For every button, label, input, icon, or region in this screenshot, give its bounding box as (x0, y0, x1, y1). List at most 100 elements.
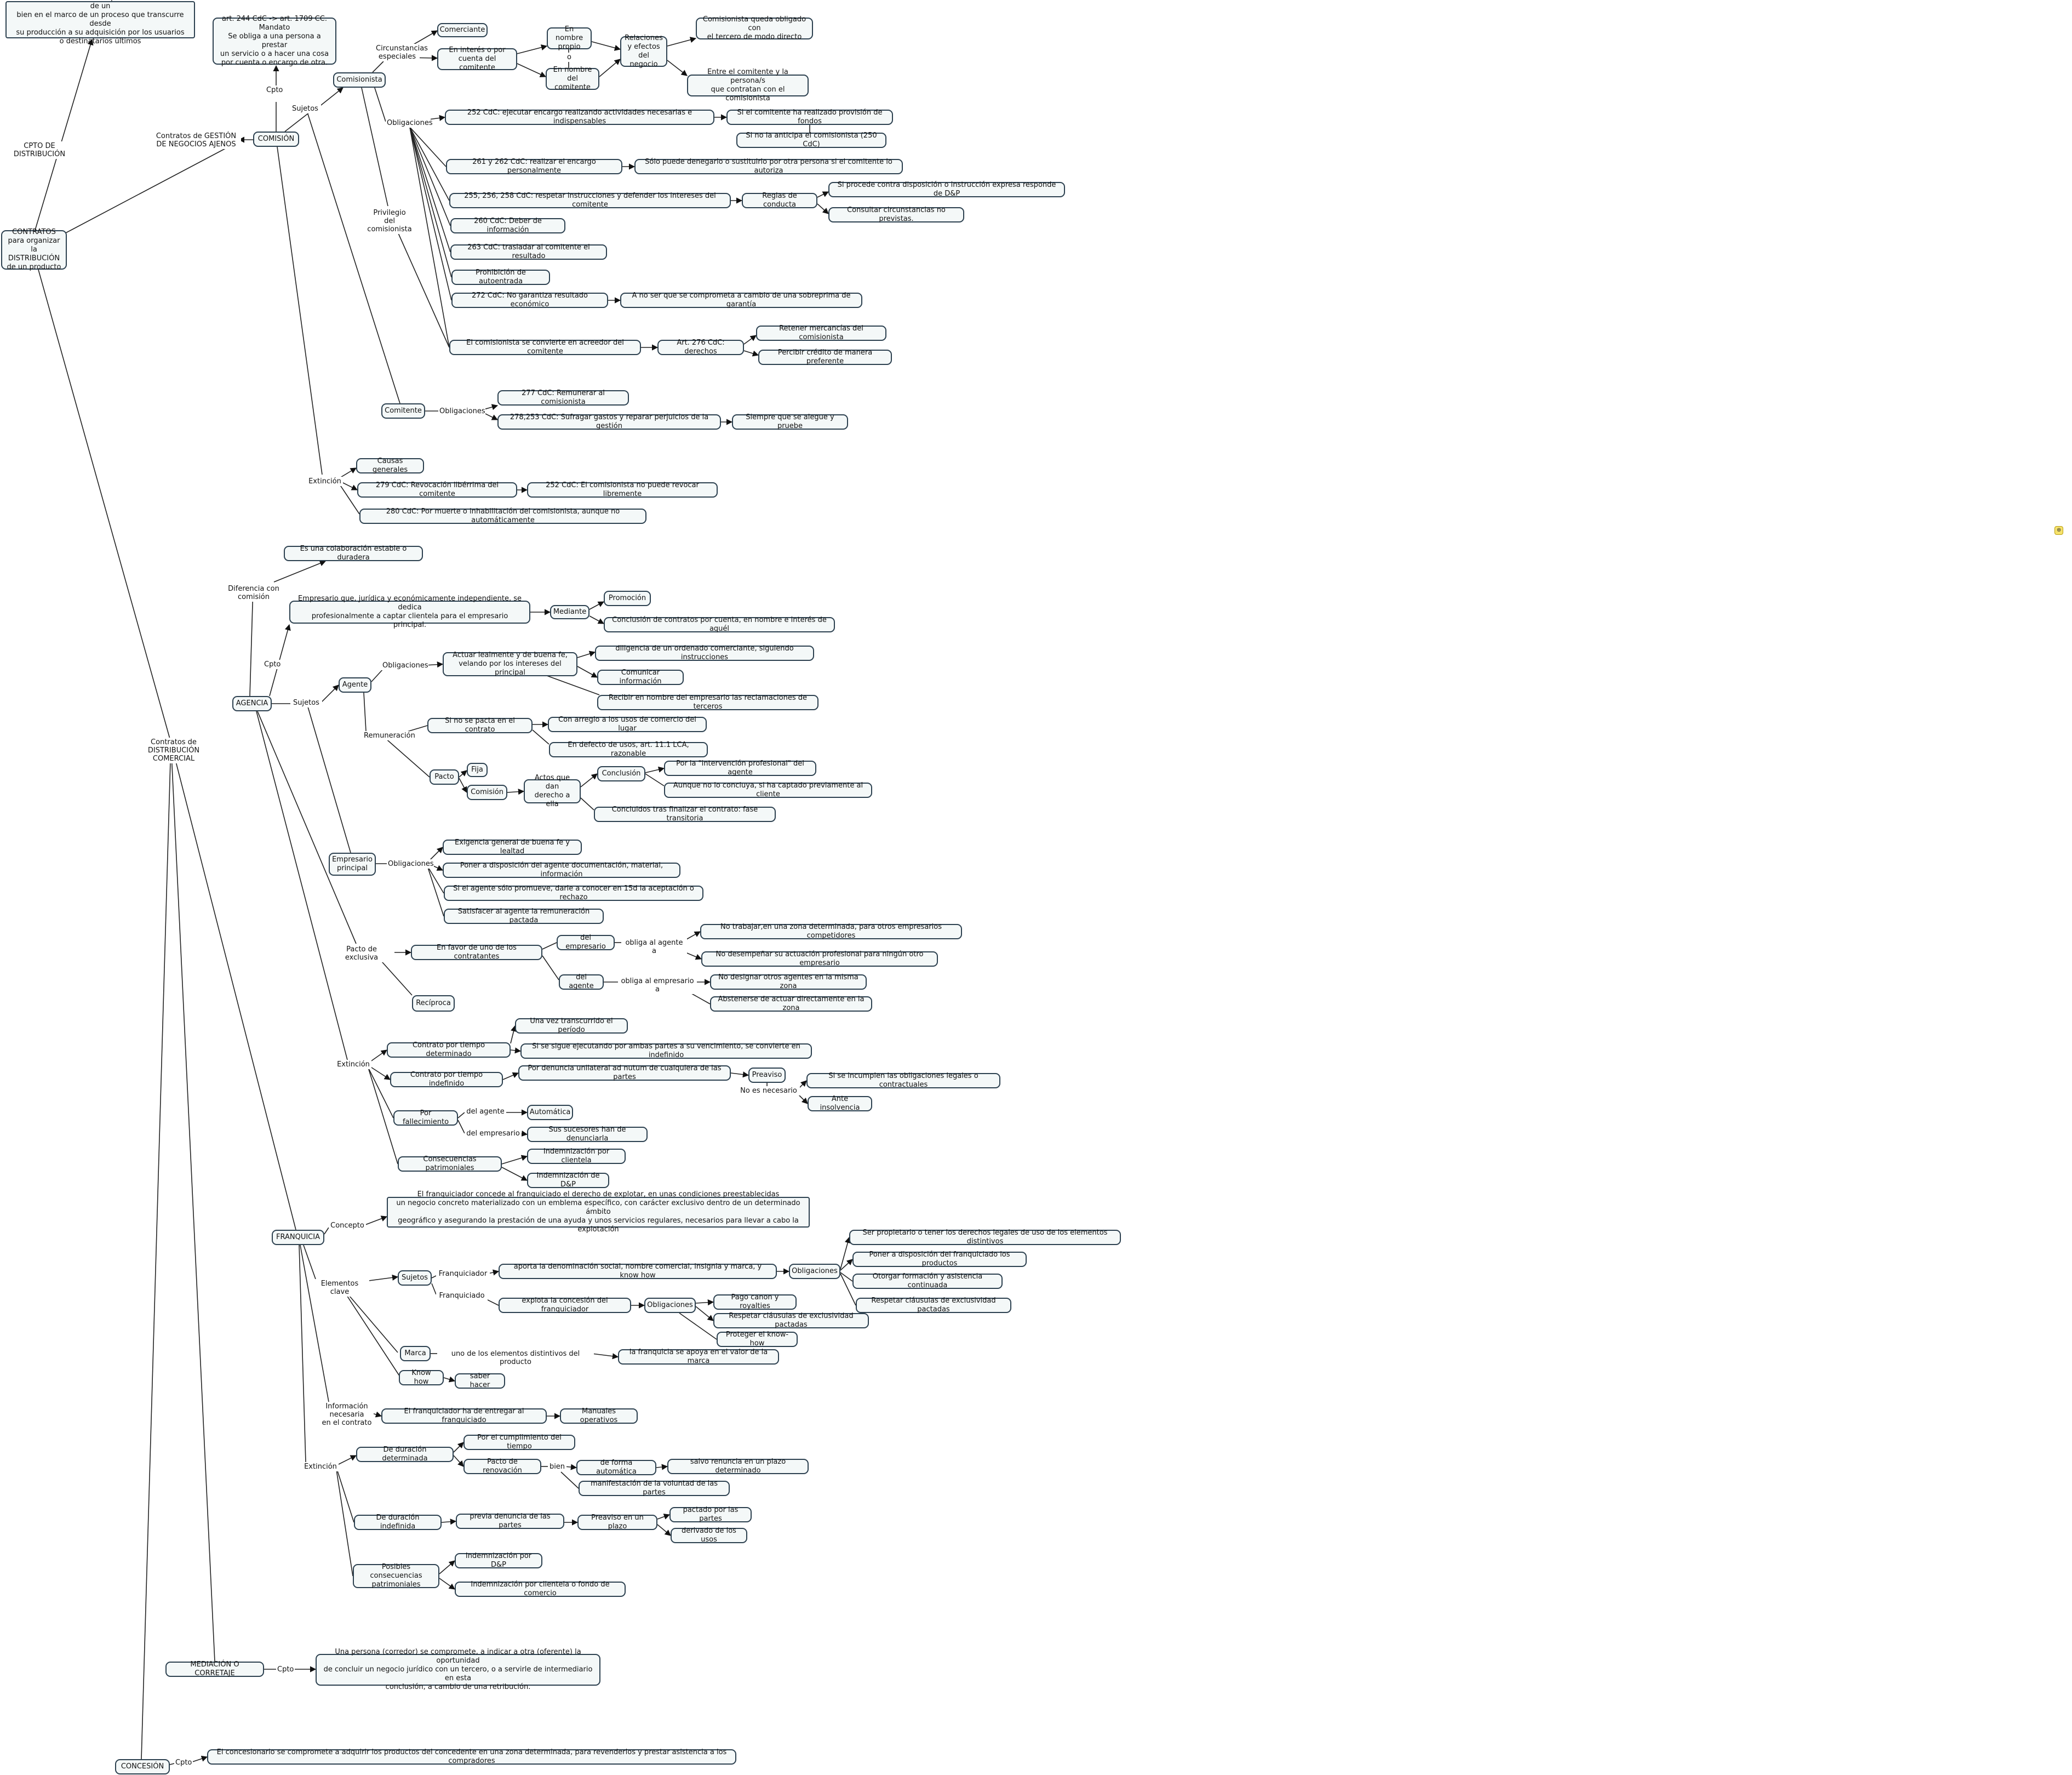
node-c277[interactable]: 277 CdC: Remunerar al comisionista (497, 389, 629, 406)
node-c278[interactable]: 278,253 CdC: Sufragar gastos y reparar p… (497, 413, 721, 430)
node-percibir[interactable]: Percibir crédito de manera preferente (758, 349, 892, 366)
node-manifestacion[interactable]: manifestación de la voluntad de las part… (579, 1480, 730, 1497)
node-saber-hacer[interactable]: saber hacer (455, 1372, 505, 1389)
node-obligaciones-f2[interactable]: Obligaciones (644, 1298, 696, 1313)
node-prohibicion[interactable]: Prohibición de autoentrada (451, 269, 550, 286)
node-comerciante[interactable]: Comerciante (437, 23, 488, 37)
node-indem-cliente-f[interactable]: Indemnización por clientela o fondo de c… (455, 1580, 626, 1597)
node-en-defecto[interactable]: En defecto de usos, art. 11.1 LCA, razon… (549, 741, 708, 758)
node-promocion[interactable]: Promoción (604, 591, 651, 606)
node-comitente[interactable]: Comitente (381, 403, 425, 419)
node-si-agente-solo[interactable]: Si el agente sólo promueve, darle a cono… (444, 884, 703, 901)
expand-badge[interactable]: ⊕ (2054, 526, 2064, 535)
node-en-favor[interactable]: En favor de uno de los contratantes (411, 944, 542, 961)
node-entre-comitente[interactable]: Entre el comitente y la persona/s que co… (687, 68, 809, 102)
node-con-arreglo[interactable]: Con arreglo a los usos de comercio del l… (548, 716, 707, 733)
node-reglas[interactable]: Reglas de conducta (742, 192, 817, 209)
node-fallecimiento[interactable]: Por fallecimiento (393, 1109, 458, 1126)
node-c255[interactable]: 255, 256, 258 CdC: respetar instruccione… (449, 192, 731, 209)
node-root-contratos[interactable]: CONTRATOS para organizar la DISTRIBUCIÓN… (1, 228, 67, 271)
node-concesion-def[interactable]: El concesionario se compromete a adquiri… (207, 1748, 736, 1765)
node-reciproca[interactable]: Recíproca (412, 995, 455, 1012)
node-la-franquicia[interactable]: la franquicia se apoya en el valor de la… (618, 1348, 779, 1365)
node-si-se-incumplen[interactable]: Si se incumplen las obligaciones legales… (806, 1072, 1000, 1089)
node-comisionista[interactable]: Comisionista (333, 72, 386, 88)
node-diligencia[interactable]: diligencia de un ordenado comerciante, s… (595, 644, 814, 661)
node-pacto[interactable]: Pacto (430, 769, 459, 785)
node-nombre-comitente[interactable]: En nombre del comitente (546, 66, 599, 92)
node-preaviso[interactable]: Preaviso (748, 1068, 786, 1083)
node-derivado[interactable]: derivado de los usos (671, 1527, 747, 1544)
node-de-duracion-indef[interactable]: De duración indefinida (354, 1514, 442, 1531)
node-poner-disp[interactable]: Poner a disposición del agente documenta… (443, 861, 680, 878)
node-si-comitente[interactable]: Si el comitente ha realizado provisión d… (726, 109, 893, 125)
node-mediacion[interactable]: MEDIACIÓN O CORRETAJE (165, 1660, 264, 1677)
node-concluidos[interactable]: Concluidos tras finalizar el contrato: f… (594, 806, 776, 823)
node-actuar[interactable]: Actuar lealmente y de buena fe, velando … (443, 651, 577, 677)
node-poner-franq[interactable]: Poner a disposición del franquiciado los… (852, 1251, 1027, 1268)
node-por-denuncia[interactable]: Por denuncia unilateral ad nutum de cual… (518, 1064, 731, 1081)
node-abstenerse[interactable]: Abstenerse de actuar directamente en la … (710, 995, 872, 1012)
node-del-agente[interactable]: del agente (559, 973, 604, 990)
node-solo-puede[interactable]: Sólo puede denegarlo o sustituirlo por o… (634, 158, 903, 175)
node-por-cumplimiento[interactable]: Por el cumplimiento del tiempo (463, 1434, 575, 1451)
node-comunicar[interactable]: Comunicar información (597, 669, 684, 686)
node-una-vez[interactable]: Una vez transcurrido el período (515, 1017, 628, 1034)
node-preaviso-plazo[interactable]: Preaviso en un plazo (577, 1514, 657, 1531)
node-acreedor[interactable]: El comisionista se convierte en acreedor… (449, 339, 641, 356)
node-mediacion-def[interactable]: Una persona (corredor) se compromete, a … (316, 1648, 600, 1691)
node-mediante[interactable]: Mediante (550, 605, 589, 619)
node-ante-insolvencia[interactable]: Ante insolvencia (808, 1095, 872, 1112)
node-causas[interactable]: Causas generales (356, 457, 424, 474)
node-consecuencias[interactable]: Consecuencias patrimoniales (398, 1155, 502, 1172)
node-know-how[interactable]: Know how (399, 1369, 444, 1386)
node-no-desempenar[interactable]: No desempeñar su actuación profesional p… (701, 950, 938, 967)
node-no-trabajar[interactable]: No trabajar,en una zona determinada, par… (700, 923, 962, 940)
node-c260[interactable]: 260 CdC: Deber de información (450, 217, 565, 234)
node-de-forma-auto[interactable]: de forma automática (576, 1459, 656, 1476)
node-del-empresario[interactable]: del empresario (557, 934, 615, 951)
node-c252[interactable]: 252 CdC: ejecutar encargo realizando act… (445, 109, 714, 125)
node-satisfacer[interactable]: Satisfacer al agente la remuneración pac… (444, 908, 604, 924)
node-exigencia[interactable]: Exigencia general de buena fe y lealtad (443, 838, 582, 855)
node-conclusion-contratos[interactable]: Conclusión de contratos por cuenta, en n… (604, 616, 835, 633)
node-de-duracion-det[interactable]: De duración determinada (356, 1446, 454, 1463)
node-concesion[interactable]: CONCESIÓN (115, 1759, 170, 1774)
node-franquiciador-ha[interactable]: El franquiciador ha de entregar al franq… (381, 1407, 547, 1424)
node-respetar2[interactable]: Respetar cláusulas de exclusividad pacta… (713, 1312, 869, 1329)
node-indem-dp-f[interactable]: Indemnización por D&P (455, 1552, 542, 1569)
node-interes[interactable]: En interés o por cuenta del comitente (437, 46, 517, 72)
node-si-no-pacta[interactable]: Si no se pacta en el contrato (427, 717, 533, 734)
node-empresario-principal[interactable]: Empresario principal (329, 853, 376, 876)
node-pacto-renovacion[interactable]: Pacto de renovación (463, 1458, 541, 1475)
node-franq-def[interactable]: El franquiciador concede al franquiciado… (387, 1190, 810, 1234)
node-nombre-propio[interactable]: En nombre propio (547, 25, 592, 51)
node-c276[interactable]: Art. 276 CdC: derechos (657, 339, 744, 356)
node-por-la[interactable]: Por la "intervención profesional" del ag… (664, 760, 816, 777)
node-indem-dp[interactable]: Indemnización de D&P (527, 1172, 609, 1189)
node-sujetos-f[interactable]: Sujetos (398, 1270, 432, 1286)
node-posibles-cons[interactable]: Posibles consecuencias patrimoniales (353, 1563, 439, 1589)
node-no-designar[interactable]: No designar otros agentes en la misma zo… (710, 973, 867, 990)
node-marca[interactable]: Marca (400, 1346, 431, 1361)
node-retener[interactable]: Retener mercancías del comisionista (756, 324, 886, 341)
node-siempre[interactable]: Siempre que se alegue y pruebe (732, 413, 848, 430)
node-si-se-sigue[interactable]: Si se sigue ejecutando por ambas partes … (520, 1042, 812, 1059)
node-pago-canon[interactable]: Pago canon y royalties (713, 1293, 797, 1310)
node-cpto-distribucion-definition[interactable]: Actividades tendentes a la puesta en cir… (5, 0, 195, 45)
node-previa-denuncia[interactable]: previa denuncia de las partes (456, 1513, 564, 1529)
node-respetar1[interactable]: Respetar cláusulas de exclusividad pacta… (856, 1297, 1011, 1314)
node-comision-ag[interactable]: Comisión (467, 785, 507, 800)
node-c279[interactable]: 279 CdC: Revocación libérrima del comite… (357, 481, 517, 498)
node-aunque-no[interactable]: Aunque no lo concluya, si ha captado pre… (664, 781, 872, 798)
node-ser-propietario[interactable]: Ser propietario o tener los derechos leg… (849, 1229, 1121, 1246)
node-actos[interactable]: Actos que dan derecho a ella (524, 774, 581, 808)
node-indem-clientela[interactable]: Indemnización por clientela (527, 1148, 626, 1165)
node-recibir[interactable]: Recibir en nombre del empresario las rec… (597, 694, 819, 711)
node-consultar[interactable]: Consultar circunstancias no previstas. (828, 206, 964, 223)
node-queda-obligado[interactable]: Comisionista queda obligado con el terce… (696, 15, 813, 41)
node-agencia[interactable]: AGENCIA (232, 696, 272, 711)
node-sus-sucesores[interactable]: Sus sucesores han de denunciarla (527, 1126, 648, 1143)
node-conclusion-ag[interactable]: Conclusión (597, 766, 645, 781)
node-agente[interactable]: Agente (339, 677, 371, 693)
